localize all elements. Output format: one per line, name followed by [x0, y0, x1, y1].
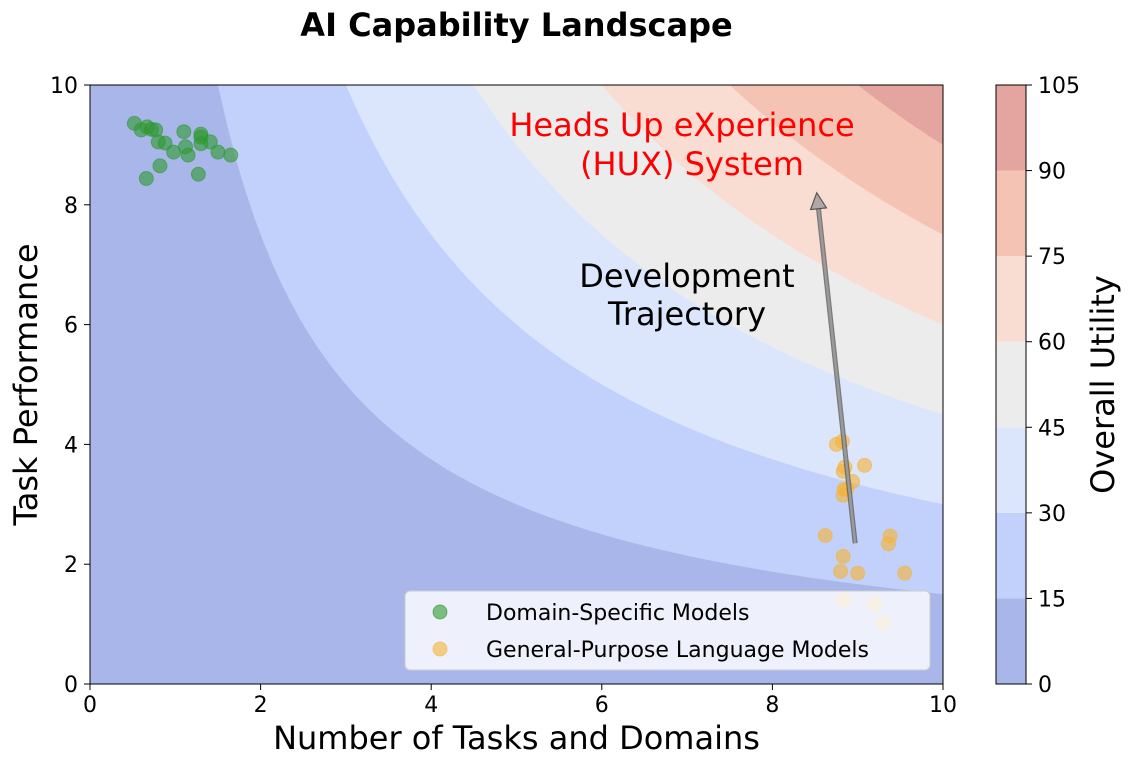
legend-marker — [432, 641, 448, 657]
domain-specific-point — [223, 147, 239, 163]
colorbar-tick-label: 45 — [1038, 416, 1066, 441]
hux-system-label: Heads Up eXperience(HUX) System — [509, 106, 854, 183]
general-purpose-point — [880, 536, 896, 552]
colorbar-frame — [995, 84, 1027, 685]
domain-specific-point — [180, 147, 196, 163]
chart-title: AI Capability Landscape — [300, 6, 733, 44]
plot-frame — [89, 84, 944, 685]
legend-label: Domain-Specific Models — [486, 601, 749, 626]
domain-specific-point — [190, 166, 206, 182]
legend-label: General-Purpose Language Models — [486, 638, 869, 663]
x-tick-label: 8 — [765, 693, 779, 718]
colorbar-segment — [996, 85, 1026, 171]
x-tick-label: 10 — [929, 693, 957, 718]
contour-band-6 — [857, 85, 943, 145]
domain-specific-point — [202, 134, 218, 150]
x-tick-label: 6 — [595, 693, 609, 718]
trajectory-arrow-head — [809, 191, 828, 211]
colorbar-segment — [996, 170, 1026, 257]
colorbar-tick-label: 105 — [1038, 74, 1080, 99]
x-tick-label: 2 — [254, 693, 268, 718]
legend-marker — [432, 604, 448, 620]
colorbar-tick-label: 0 — [1038, 673, 1052, 698]
domain-specific-point — [152, 158, 168, 174]
colorbar-tick-label: 90 — [1038, 160, 1066, 185]
domain-specific-point — [138, 170, 154, 186]
y-tick-label: 0 — [64, 673, 78, 698]
y-tick-label: 2 — [64, 553, 78, 578]
y-tick-label: 10 — [50, 74, 78, 99]
contour-band-5 — [729, 85, 943, 235]
y-tick-label: 4 — [64, 433, 78, 458]
y-tick-label: 6 — [64, 314, 78, 339]
general-purpose-point — [857, 457, 873, 473]
general-purpose-point — [833, 563, 849, 579]
colorbar-segment — [996, 512, 1026, 599]
x-axis-label: Number of Tasks and Domains — [273, 719, 760, 757]
colorbar-segment — [996, 256, 1026, 342]
general-purpose-point — [897, 565, 913, 581]
colorbar-segment — [996, 598, 1026, 684]
trajectory-arrow-shaft-fill — [817, 208, 857, 544]
colorbar-label: Overall Utility — [1084, 275, 1122, 494]
general-purpose-point — [817, 527, 833, 543]
domain-specific-point — [210, 144, 226, 160]
colorbar-tick-label: 15 — [1038, 587, 1066, 612]
legend-box — [404, 590, 931, 671]
colorbar-segment — [996, 341, 1026, 428]
contour-fill — [90, 85, 943, 684]
colorbar-tick-label: 75 — [1038, 245, 1066, 270]
y-axis-label: Task Performance — [7, 243, 45, 526]
colorbar-tick-label: 30 — [1038, 502, 1066, 527]
colorbar-tick-label: 60 — [1038, 331, 1066, 356]
x-tick-label: 4 — [424, 693, 438, 718]
domain-specific-point — [176, 124, 192, 140]
y-tick-label: 8 — [64, 194, 78, 219]
colorbar-segment — [996, 427, 1026, 513]
x-tick-label: 0 — [83, 693, 97, 718]
general-purpose-point — [850, 565, 866, 581]
general-purpose-point — [835, 548, 851, 564]
